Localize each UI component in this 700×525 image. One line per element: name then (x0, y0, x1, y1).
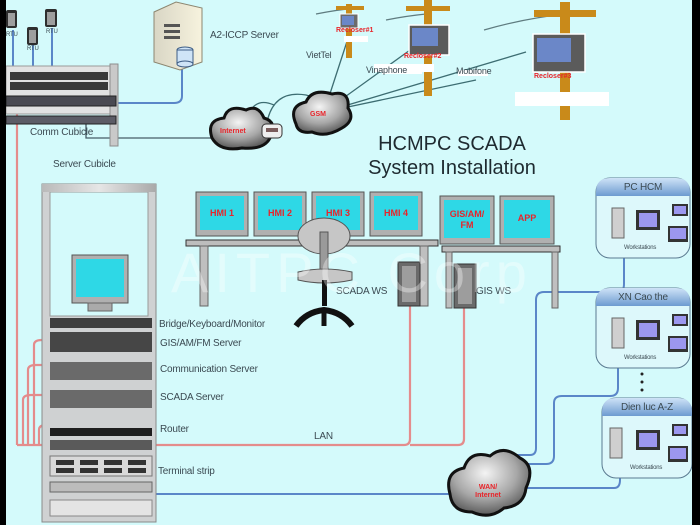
internet-cloud-label: Internet (220, 128, 246, 135)
scada-ws-label: SCADA WS (336, 286, 388, 297)
a2-iccp-server-icon (153, 1, 203, 71)
comm-internet-cable (85, 118, 218, 139)
comm-cubicle-rack (6, 63, 119, 147)
router-device (261, 123, 283, 139)
diagram-title-line2: System Installation (368, 157, 536, 179)
gsm-cloud (292, 90, 353, 136)
lan-label: LAN (314, 431, 333, 442)
site-xn-cao-the-caption: Workstations (624, 355, 657, 361)
gis-ws-label: GIS WS (476, 286, 511, 297)
rtu-label: RTU (27, 46, 39, 52)
screen-app: APP (517, 213, 537, 223)
site-pc-hcm-title: PC HCM (623, 182, 663, 193)
diagram-graphics (6, 0, 692, 523)
hmi-monitors (195, 191, 555, 245)
remote-site-dien-luc (601, 397, 692, 479)
lan-cables (15, 86, 466, 447)
rtu-label: RTU (6, 32, 18, 38)
rtu-label: RTU (46, 29, 58, 35)
rack-label-scada-server: SCADA Server (160, 392, 224, 403)
site-pc-hcm-caption: Workstations (624, 245, 657, 251)
site-dien-luc-caption: Workstations (630, 465, 663, 471)
rack-label-router: Router (160, 424, 189, 435)
screen-hmi-2: HMI 2 (267, 208, 292, 218)
diagram-title-line1: HCMPC SCADA (378, 133, 526, 155)
rack-label-bridge-keyboard-monitor: Bridge/Keyboard/Monitor (159, 319, 266, 330)
scada-ws-tower (397, 261, 421, 307)
remote-site-pc-hcm (595, 177, 691, 259)
comm-cubicle-label: Comm Cubicle (30, 127, 94, 138)
gis-ws-tower (453, 263, 477, 309)
server-cubicle-rack (41, 183, 157, 523)
recloser-pole-2 (374, 0, 450, 96)
ellipsis-dots (640, 372, 644, 392)
rtu-icons (6, 9, 57, 45)
rack-label-communication-server: Communication Server (160, 364, 258, 375)
screen-gis-am-fm: GIS/AM/ FM (449, 209, 485, 230)
internet-cloud (209, 106, 275, 151)
carrier-vinaphone: Vinaphone (366, 65, 408, 75)
carrier-label-bg (458, 70, 488, 76)
rack-label-terminal-strip: Terminal strip (158, 466, 215, 477)
site-xn-cao-the-title: XN Cao the (618, 292, 668, 303)
rack-label-gis-am-fm-server: GIS/AM/FM Server (160, 338, 242, 349)
operator-chair (293, 217, 355, 328)
screen-hmi-4: HMI 4 (383, 208, 408, 218)
a2-iccp-server-label: A2-ICCP Server (210, 30, 279, 41)
recloser-pole-3 (515, 2, 609, 120)
carrier-mobifone: Mobifone (456, 66, 492, 76)
recloser-1-label: Recloser#1 (336, 27, 374, 34)
server-cubicle-label: Server Cubicle (53, 159, 116, 170)
diagram-canvas: RTU RTU RTU Comm Cubicle Server Cubicle … (6, 0, 692, 525)
recloser-2-label: Recloser#2 (404, 53, 442, 60)
watermark: AITPC Corp (171, 241, 533, 304)
site-dien-luc-title: Dien luc A-Z (620, 402, 674, 413)
wan-cloud-label: WAN/ Internet (475, 484, 501, 499)
wan-internet-cloud (447, 449, 532, 517)
recloser-3-label: Recloser#3 (534, 73, 572, 80)
screen-hmi-3: HMI 3 (325, 208, 350, 218)
recloser-pole-1 (336, 4, 368, 58)
gsm-cloud-label: GSM (310, 111, 326, 118)
screen-hmi-1: HMI 1 (209, 208, 234, 218)
carrier-label-bg (382, 66, 422, 74)
carrier-viettel: VietTel (306, 50, 332, 60)
remote-site-xn-cao-the (595, 287, 691, 369)
iccp-cable (114, 60, 183, 104)
gis-desk (441, 245, 561, 309)
